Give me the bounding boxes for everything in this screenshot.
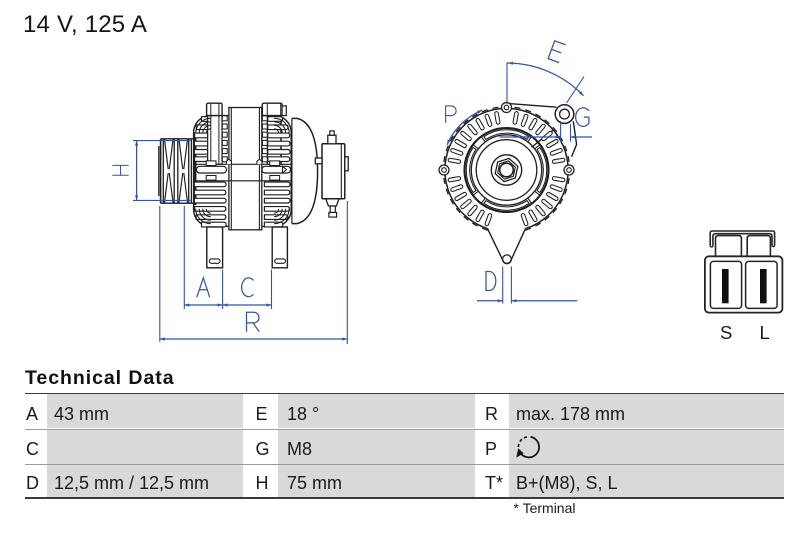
svg-text:S: S	[720, 322, 732, 343]
svg-text:L: L	[760, 322, 770, 343]
